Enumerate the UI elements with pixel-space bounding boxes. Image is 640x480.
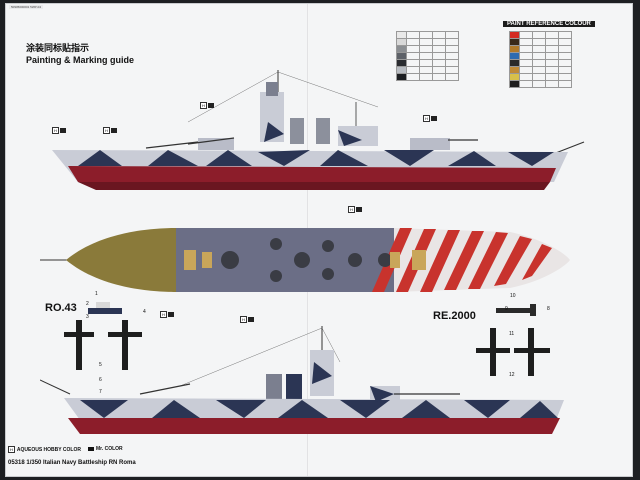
paint-row (509, 59, 572, 67)
paint-row (509, 52, 572, 60)
legend-mr-color: Mr. COLOR (88, 446, 123, 452)
paint-reference-table-left (396, 31, 459, 81)
aircraft-ro43-views (64, 302, 142, 370)
part-number-12: 12 (509, 372, 515, 378)
paint-row (509, 38, 572, 46)
marking-callout: H (103, 127, 117, 134)
legend-aqueous: H AQUEOUS HOBBY COLOR (8, 446, 81, 453)
paint-cell (519, 31, 533, 39)
marking-callout: H (348, 206, 362, 213)
paint-cell (419, 45, 433, 53)
paint-row (509, 80, 572, 88)
part-number-2: 2 (86, 301, 89, 307)
legend-mr-color-text: Mr. COLOR (96, 446, 123, 452)
paint-cell (406, 31, 420, 39)
paint-cell (445, 45, 459, 53)
ship-profile-lower (40, 326, 564, 434)
ship-profile-upper (52, 70, 585, 190)
part-number-9: 9 (505, 306, 508, 312)
paint-row (396, 45, 459, 53)
marking-callout: H (160, 311, 174, 318)
paint-cell (532, 52, 546, 60)
paint-row (396, 73, 459, 81)
paint-cell (558, 80, 572, 88)
part-number-8: 8 (547, 306, 550, 312)
title-english: Painting & Marking guide (26, 55, 135, 65)
mr-color-symbol (88, 447, 94, 451)
paint-cell (445, 73, 459, 81)
paint-cell (406, 38, 420, 46)
paint-cell (545, 31, 559, 39)
paint-reference-table-right (509, 31, 572, 88)
paint-cell (558, 38, 572, 46)
paint-cell (519, 38, 533, 46)
paint-cell (432, 52, 446, 60)
paint-cell (558, 45, 572, 53)
paint-cell (445, 52, 459, 60)
paint-cell (406, 45, 420, 53)
paint-cell (419, 31, 433, 39)
paint-cell (532, 38, 546, 46)
paint-cell (432, 38, 446, 46)
paint-swatch (396, 38, 407, 46)
paint-swatch (396, 52, 407, 60)
part-number-6: 6 (99, 377, 102, 383)
corner-note: 50905000001 5WP-04 (9, 5, 44, 9)
paint-cell (545, 52, 559, 60)
paint-cell (419, 38, 433, 46)
paint-swatch (396, 45, 407, 53)
paint-cell (519, 45, 533, 53)
paint-row (396, 52, 459, 60)
part-number-7: 7 (99, 389, 102, 395)
paint-cell (532, 45, 546, 53)
paint-cell (432, 31, 446, 39)
paint-cell (558, 31, 572, 39)
aqueous-symbol: H (8, 446, 15, 453)
paint-swatch (509, 38, 520, 46)
paint-row (509, 45, 572, 53)
part-number-4: 4 (143, 309, 146, 315)
paint-swatch (509, 31, 520, 39)
part-number-3: 3 (86, 314, 89, 320)
paint-row (396, 66, 459, 74)
title-chinese: 涂装同标贴指示 (26, 43, 90, 53)
marking-callout: H (52, 127, 66, 134)
paint-cell (406, 52, 420, 60)
paint-row (396, 31, 459, 39)
paint-cell (445, 38, 459, 46)
part-number-11: 11 (509, 331, 515, 337)
footer-model-title: 05318 1/350 Italian Navy Battleship RN R… (8, 460, 136, 466)
marking-callout: H (200, 102, 214, 109)
paint-cell (558, 52, 572, 60)
paint-cell (532, 31, 546, 39)
paint-swatch (396, 31, 407, 39)
marking-callout: H (423, 115, 437, 122)
ship-plan-view (40, 228, 570, 292)
part-number-10: 10 (510, 293, 516, 299)
part-number-5: 5 (99, 362, 102, 368)
aircraft-label-re2000: RE.2000 (433, 310, 476, 322)
paint-swatch (509, 52, 520, 60)
paint-cell (519, 52, 533, 60)
paint-cell (419, 52, 433, 60)
legend-aqueous-text: AQUEOUS HOBBY COLOR (16, 446, 81, 453)
paint-swatch (509, 45, 520, 53)
aircraft-label-ro43: RO.43 (45, 302, 77, 314)
paint-cell (432, 45, 446, 53)
marking-callout: H (240, 316, 254, 323)
aircraft-re2000-views (476, 304, 550, 376)
paint-row (509, 31, 572, 39)
paint-cell (545, 45, 559, 53)
paint-reference-title: PAINT REFERENCE COLOUR (503, 21, 595, 27)
paint-row (396, 38, 459, 46)
part-number-1: 1 (95, 291, 98, 297)
paint-cell (445, 31, 459, 39)
paint-cell (545, 38, 559, 46)
